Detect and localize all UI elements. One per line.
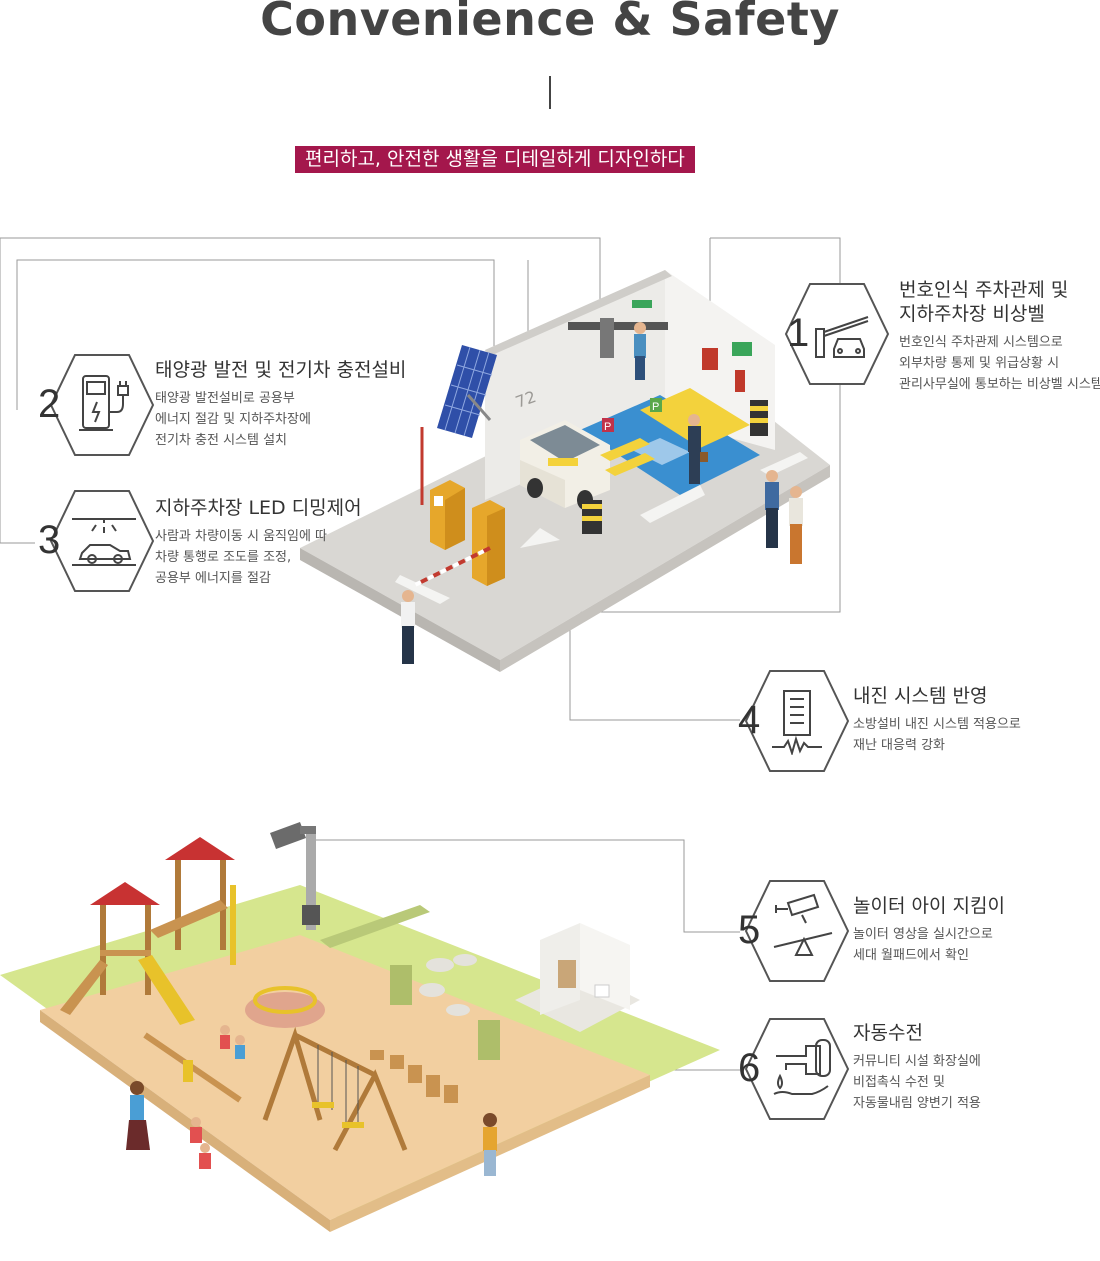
parking-sign-p-2: P — [652, 401, 659, 413]
feature-3-number: 3 — [38, 518, 61, 562]
feature-1-description: 번호인식 주차관제 시스템으로 외부차량 통제 및 위급상황 시 관리사무실에 … — [899, 335, 1100, 392]
slide — [138, 955, 195, 1025]
parking-garage-illustration: P P 72 — [300, 270, 830, 672]
feature-5-description: 놀이터 영상을 실시간으로 세대 월패드에서 확인 — [853, 927, 993, 963]
title-divider — [549, 76, 551, 109]
cctv-seesaw-icon — [773, 893, 833, 956]
sand-area — [40, 935, 650, 1220]
cctv-camera — [270, 822, 320, 930]
person-walking-briefcase — [688, 414, 708, 484]
earthquake-building-icon — [772, 690, 822, 755]
playground-illustration — [0, 822, 720, 1232]
feature-6-hexagon — [744, 1018, 850, 1120]
person-walking — [401, 590, 415, 664]
feature-2-number: 2 — [38, 382, 61, 426]
feature-6-description: 커뮤니티 시설 화장실에 비접촉식 수전 및 자동물내림 양변기 적용 — [853, 1054, 981, 1111]
led-dimming-car-icon — [72, 518, 136, 566]
person-mother — [126, 1081, 150, 1150]
feature-4-hexagon — [744, 670, 850, 772]
feature-4-title: 내진 시스템 반영 — [853, 685, 988, 707]
feature-4-number: 4 — [738, 698, 761, 742]
feature-3-title: 지하주차장 LED 디밍제어 — [155, 497, 362, 519]
feature-4-description: 소방설비 내진 시스템 적용으로 재난 대응력 강화 — [853, 717, 1021, 753]
person-standing — [634, 322, 646, 380]
parking-barrier-car-icon — [815, 316, 869, 358]
feature-2-title: 태양광 발전 및 전기차 충전설비 — [155, 359, 407, 381]
feature-5-number: 5 — [738, 908, 761, 952]
play-tower-right — [150, 837, 235, 950]
page-title: Convenience & Safety — [260, 0, 840, 46]
parking-gate-booth — [472, 500, 505, 586]
person-adult — [483, 1113, 497, 1176]
feature-5-title: 놀이터 아이 지킴이 — [853, 895, 1005, 917]
play-tower-left — [60, 882, 160, 1015]
emergency-bell-box — [702, 348, 718, 370]
feature-6-number: 6 — [738, 1046, 761, 1090]
page-subtitle: 편리하고, 안전한 생활을 디테일하게 디자인하다 — [295, 146, 695, 173]
feature-5-hexagon — [744, 880, 850, 982]
feature-1-number: 1 — [787, 311, 810, 355]
restroom-cutaway — [515, 923, 640, 1032]
children-playing — [190, 1025, 245, 1169]
auto-faucet-icon — [773, 1039, 831, 1095]
feature-2-hexagon — [49, 354, 155, 456]
ev-charger-station — [430, 480, 465, 550]
feature-1-title: 번호인식 주차관제 및 지하주차장 비상벨 — [899, 279, 1069, 325]
feature-1-hexagon — [784, 283, 890, 385]
people-talking — [765, 470, 803, 564]
parking-sign-p: P — [604, 421, 611, 433]
feature-2-description: 태양광 발전설비로 공용부 에너지 절감 및 지하주차장에 전기차 충전 시스템… — [155, 391, 311, 448]
feature-6-title: 자동수전 — [853, 1022, 923, 1044]
feature-3-description: 사람과 차량이동 시 움직임에 따 차량 통행로 조도를 조정, 공용부 에너지… — [155, 529, 328, 586]
ev-charger-icon — [79, 375, 129, 431]
solar-panel — [437, 345, 497, 438]
